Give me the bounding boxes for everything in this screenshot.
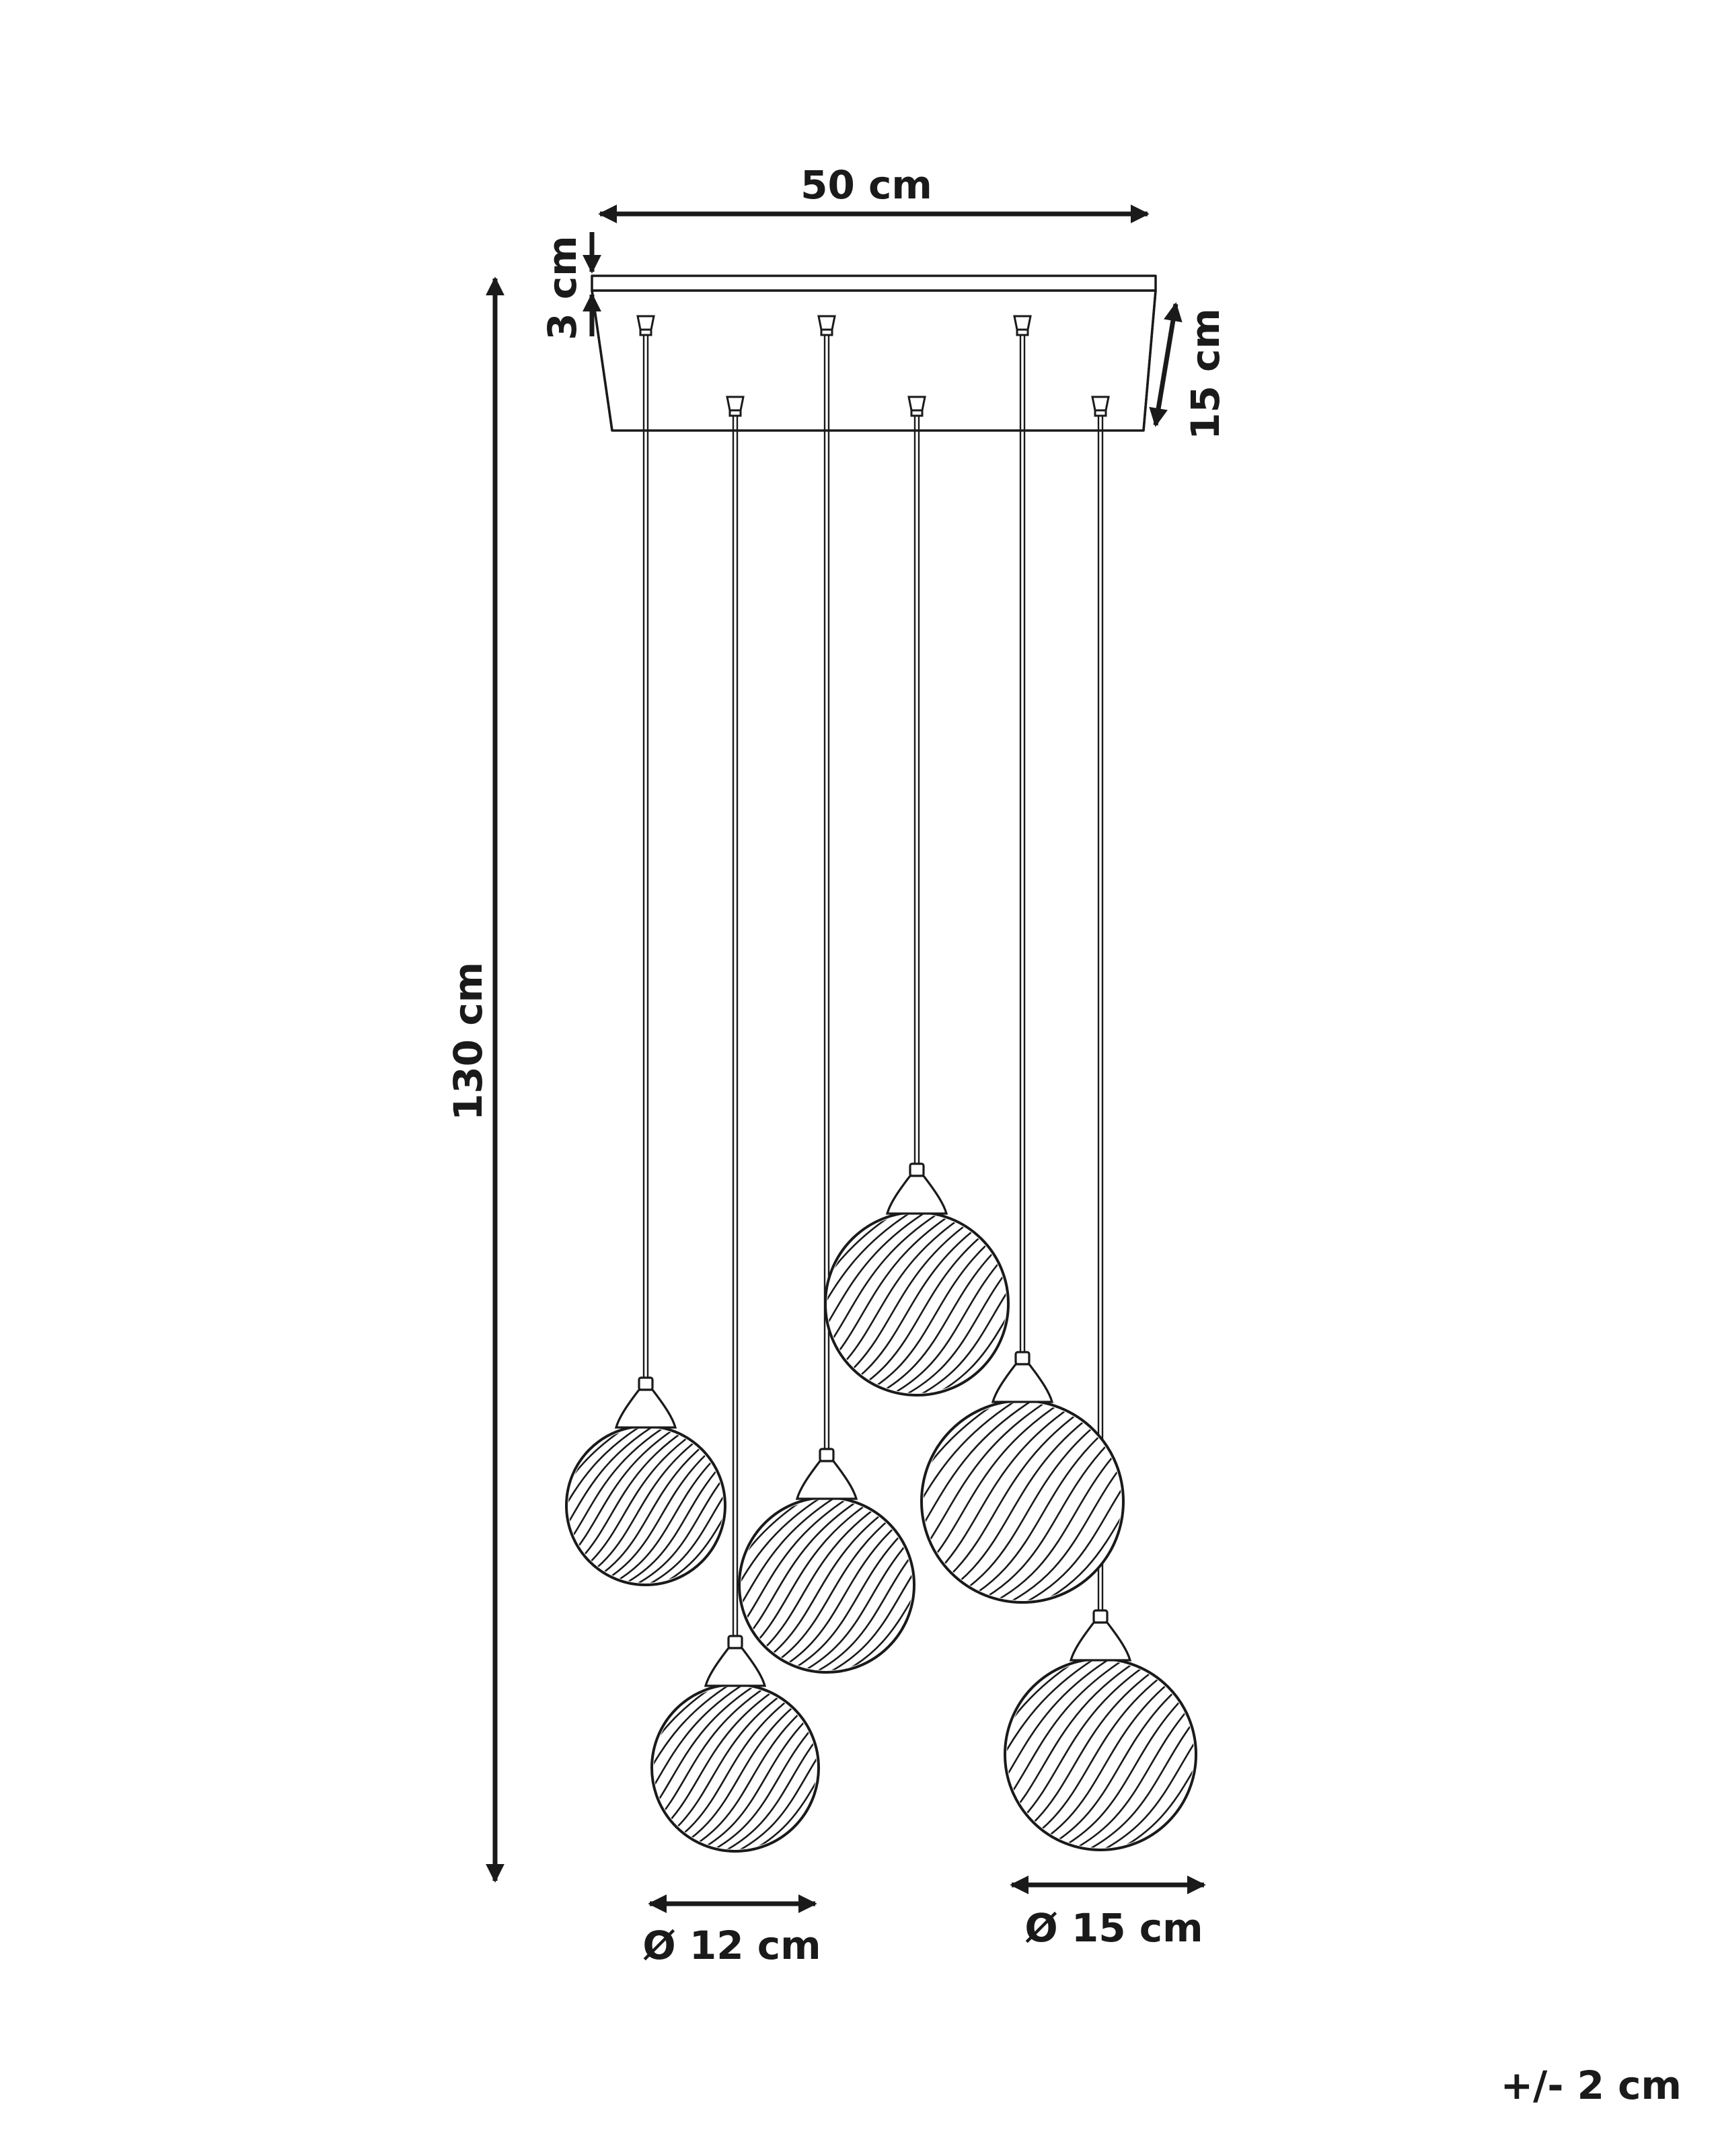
small-diameter-label: Ø 12 cm [642, 1923, 821, 1968]
globe-cap [1069, 1609, 1132, 1662]
canopy-depth-label: 15 cm [1183, 308, 1228, 440]
total-height-label: 130 cm [445, 962, 491, 1121]
cord-grip [1013, 315, 1032, 336]
pendant-cord [1019, 335, 1026, 1352]
pendant-cord [913, 416, 920, 1164]
large-diameter-label: Ø 15 cm [1024, 1905, 1203, 1951]
pendant-globe [565, 1376, 726, 1586]
pendant-cord [1097, 416, 1104, 1610]
pendant-globe [738, 1448, 915, 1674]
globe-cap [704, 1635, 767, 1687]
cord-grip [1091, 396, 1110, 417]
pendant-cord [642, 335, 649, 1378]
pendant-globe [650, 1635, 820, 1853]
pendant-cord [732, 416, 739, 1636]
pendant-globe [1004, 1609, 1197, 1851]
cord-grip [817, 315, 836, 336]
width-label: 50 cm [800, 162, 932, 208]
globe-cap [614, 1376, 677, 1429]
dimension-lines [486, 205, 1206, 1913]
pendant-cord [823, 335, 830, 1449]
cord-grip [726, 396, 745, 417]
globe-cap [885, 1162, 948, 1215]
depth-dimension-arrow [1149, 302, 1183, 427]
ceiling-canopy [591, 274, 1157, 432]
cord-grips [636, 315, 1110, 417]
pendant-cords [642, 335, 1104, 1636]
pendant-globes [565, 1162, 1197, 1853]
globe-cap [795, 1448, 858, 1500]
tolerance-label: +/- 2 cm [1501, 2062, 1682, 2108]
pendant-globe [824, 1162, 1010, 1397]
cord-grip [636, 315, 655, 336]
cord-grip [907, 396, 926, 417]
canopy-thickness-label: 3 cm [539, 235, 585, 340]
globe-cap [991, 1351, 1054, 1403]
